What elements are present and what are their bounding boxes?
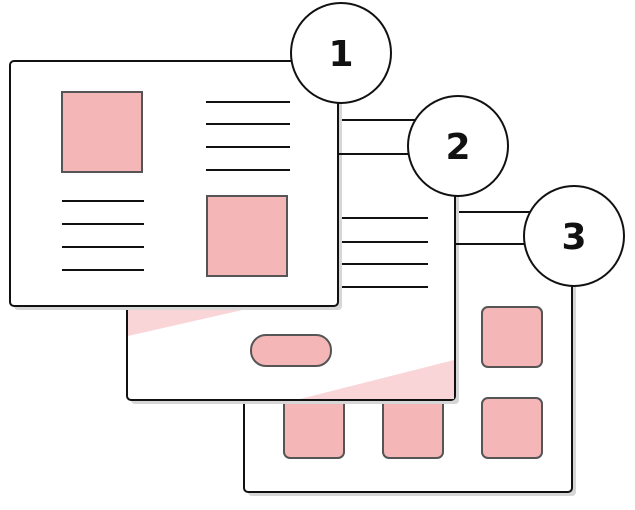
card-2-pill-button	[250, 334, 332, 367]
badge-3-number: 3	[561, 217, 586, 258]
badge-3-circle	[523, 185, 625, 287]
badge-3: 3	[523, 185, 625, 287]
badge-1: 1	[290, 2, 392, 104]
badge-1-number: 1	[328, 34, 353, 75]
card-2-accent-band-left	[128, 306, 260, 336]
badge-1-circle	[290, 2, 392, 104]
card-3-tile-bottom-right	[481, 397, 543, 459]
card-1-image-top-left	[61, 91, 143, 173]
card-1-panel	[9, 60, 339, 307]
card-2-accent-band-right	[300, 360, 454, 399]
card-1	[9, 60, 342, 310]
badge-2-circle	[407, 95, 509, 197]
badge-2-number: 2	[445, 127, 470, 168]
card-3-tile-bottom-left	[283, 397, 345, 459]
badge-2: 2	[407, 95, 509, 197]
card-1-image-bottom-right	[206, 195, 288, 277]
card-3-tile-top-right	[481, 306, 543, 368]
card-3-tile-bottom-middle	[382, 397, 444, 459]
